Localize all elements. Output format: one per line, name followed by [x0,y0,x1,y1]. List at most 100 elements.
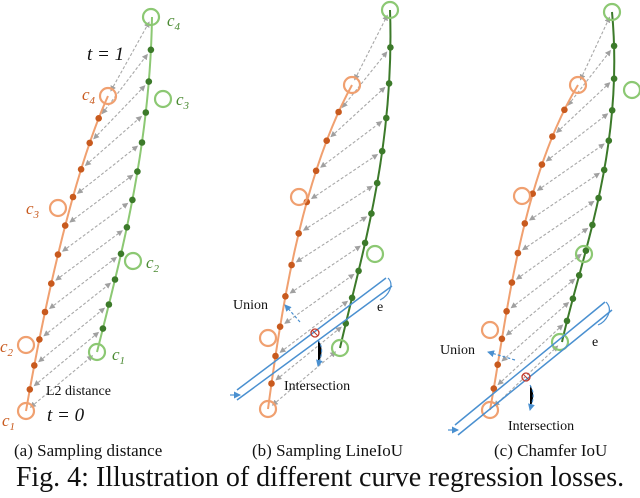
intersection-label: Intersection [508,419,574,434]
sample-dot [138,139,146,146]
orange-label-c4: c4 [82,85,96,107]
orange-control-point [258,399,278,419]
panel-b-caption: (b) Sampling LineIoU [252,441,403,460]
sample-dot [123,224,131,231]
sample-dot [582,247,590,254]
orange-control-point [16,335,36,355]
sample-dot [521,220,529,227]
sample-dot [373,179,381,187]
sample-dot [129,196,136,204]
sample-dot [54,251,62,258]
sample-dot [282,293,289,300]
sample-dot [569,295,577,303]
sample-dot [288,261,295,269]
green-control-point [330,338,350,358]
panel-c-caption: (c) Chamfer IoU [494,441,607,460]
sample-dot [368,210,375,217]
green-control-point [365,244,385,264]
green-label-c2: c2 [146,253,160,275]
t0-label: t = 0 [47,405,85,426]
panel-a-caption: (a) Sampling distance [14,441,162,460]
sample-dot [490,385,498,392]
sample-dot [61,222,69,229]
green-label-c1: c1 [112,345,125,367]
sample-dot [387,44,394,51]
distance-arrow [310,154,379,200]
distance-arrow [110,21,150,92]
sample-dot [295,230,303,237]
sample-dot [561,106,568,114]
distance-arrow [521,200,595,251]
orange-control-point [480,400,500,420]
sample-dot [26,386,34,393]
distance-arrow [579,16,611,81]
t1-label: t = 1 [87,44,124,65]
intersection-label: Intersection [284,379,350,394]
distance-arrow [61,202,129,252]
sample-dot [276,323,284,331]
orange-control-point [16,401,36,421]
sample-dot [31,362,38,369]
union-label: Union [440,343,475,358]
distance-arrow [528,172,601,221]
panel-c: Union Intersection e (c) Chamfer IoU [440,2,640,460]
sample-dot [142,109,150,116]
orange-curve [267,84,353,410]
orange-label-c3: c3 [26,199,40,221]
sample-dot [272,352,279,360]
sample-dot [498,335,506,343]
sample-dot [514,249,522,257]
sample-dot [134,168,141,175]
sample-dot [595,194,602,202]
sample-dot [355,267,362,275]
sample-dot [335,108,342,116]
orange-control-point [342,75,362,95]
orange-control-point [512,186,532,206]
distance-arrow [49,256,118,310]
sample-dot [610,42,618,50]
green-label-c3: c3 [176,90,190,112]
orange-control-point [48,198,68,218]
sample-dot [538,161,546,168]
orange-control-point [258,328,278,348]
sample-dot [600,166,608,174]
sample-dot [312,167,320,175]
green-curve [339,9,392,349]
green-label-c4: c4 [167,11,181,33]
sample-dot [383,114,390,122]
sample-dots [26,46,155,393]
sample-dot [69,193,77,201]
sample-dot [86,139,93,147]
green-control-point [123,251,143,271]
sample-dot [605,137,613,144]
sample-dot [323,137,331,144]
l2-distance-label: L2 distance [46,384,111,399]
panel-a: c1 c2 c3 c4 c1 c2 c3 c4 t = 1 t = 0 L2 d… [0,7,190,460]
orange-curve [489,84,579,411]
green-control-point [153,89,173,109]
orange-control-point [98,86,118,106]
sample-dot [268,380,275,387]
sample-dot [508,279,516,286]
sample-dot [36,336,43,343]
line-iou-band [230,277,393,401]
sample-dot [48,280,55,287]
orange-control-point [480,320,500,340]
sample-dot [563,317,571,325]
sample-dot [608,107,616,114]
distance-arrow [84,115,143,166]
sample-dot [503,308,510,315]
sample-dots [490,42,618,392]
distance-arrow [275,326,342,381]
distance-arrow [295,216,368,263]
orange-label-c2: c2 [0,337,14,359]
orange-label-c1: c1 [2,411,15,433]
sample-dot [41,308,49,316]
distance-arrow [38,307,106,363]
figure-caption: Fig. 4: Illustration of different curve … [15,462,625,493]
sample-dot [99,325,107,332]
sample-dot [111,276,119,283]
sample-dot [147,46,155,54]
green-control-point [574,244,594,264]
sample-dot [589,221,596,229]
